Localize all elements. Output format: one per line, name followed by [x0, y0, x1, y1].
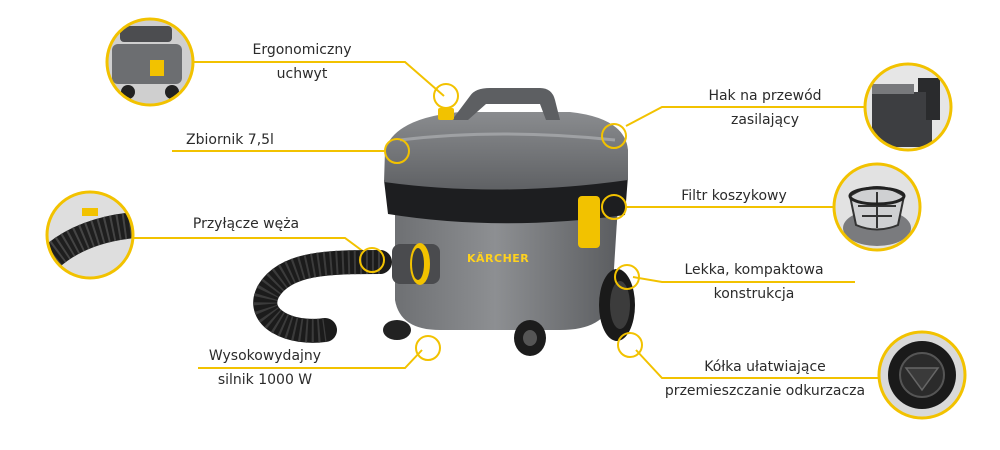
label-line: przemieszczanie odkurzacza	[664, 383, 866, 399]
label-filter: Filtr koszykowy	[664, 184, 804, 208]
label-line: Lekka, kompaktowa	[684, 262, 824, 278]
label-compact: Lekka, kompaktowa konstrukcja	[664, 258, 844, 306]
label-line: Wysokowydajny	[208, 348, 322, 364]
vacuum-lid	[384, 112, 628, 190]
label-line: uchwyt	[276, 66, 328, 82]
marker-filter	[601, 194, 627, 220]
marker-wheels	[617, 332, 643, 358]
label-motor: Wysokowydajny silnik 1000 W	[195, 344, 335, 392]
label-line: Kółka ułatwiające	[704, 359, 826, 375]
label-cable-hook: Hak na przewód zasilający	[685, 84, 845, 132]
label-handle: Ergonomiczny uchwyt	[232, 38, 372, 86]
marker-cable-hook	[601, 123, 627, 149]
marker-rings	[359, 83, 643, 361]
label-line: silnik 1000 W	[217, 372, 313, 388]
callout-line-wheels	[635, 349, 880, 379]
callout-line-handle	[192, 61, 445, 97]
label-wheels: Kółka ułatwiające przemieszczanie odkurz…	[650, 355, 880, 403]
marker-tank	[384, 138, 410, 164]
marker-hose-connector	[359, 247, 385, 273]
basket-filter-detail-photo	[832, 162, 922, 252]
cable-hook-detail-photo	[863, 62, 953, 152]
marker-handle	[433, 83, 459, 109]
callout-line-motor	[198, 349, 423, 369]
label-line: konstrukcja	[713, 286, 795, 302]
label-line: zasilający	[730, 112, 800, 128]
label-hose-connector: Przyłącze węża	[176, 212, 316, 236]
wheel-detail-photo	[877, 330, 967, 420]
vacuum-cleaner-illustration: KÄRCHER	[253, 88, 635, 356]
label-line: Zbiornik 7,5l	[186, 132, 274, 148]
label-tank: Zbiornik 7,5l	[170, 128, 290, 152]
vacuum-body	[395, 205, 618, 330]
handle-detail-photo	[105, 17, 195, 107]
callout-lines	[132, 61, 880, 379]
label-line: Hak na przewód	[708, 88, 822, 104]
callout-line-compact	[632, 276, 855, 283]
callout-line-hose-connector	[132, 237, 369, 256]
marker-compact	[614, 264, 640, 290]
vacuum-handle	[452, 88, 560, 120]
hose-connector-detail-photo	[45, 190, 135, 280]
brand-logo: KÄRCHER	[467, 251, 529, 265]
callout-line-cable-hook	[625, 106, 866, 127]
label-line: Przyłącze węża	[192, 216, 300, 232]
label-line: Ergonomiczny	[252, 42, 352, 58]
marker-motor	[415, 335, 441, 361]
label-line: Filtr koszykowy	[681, 188, 787, 204]
